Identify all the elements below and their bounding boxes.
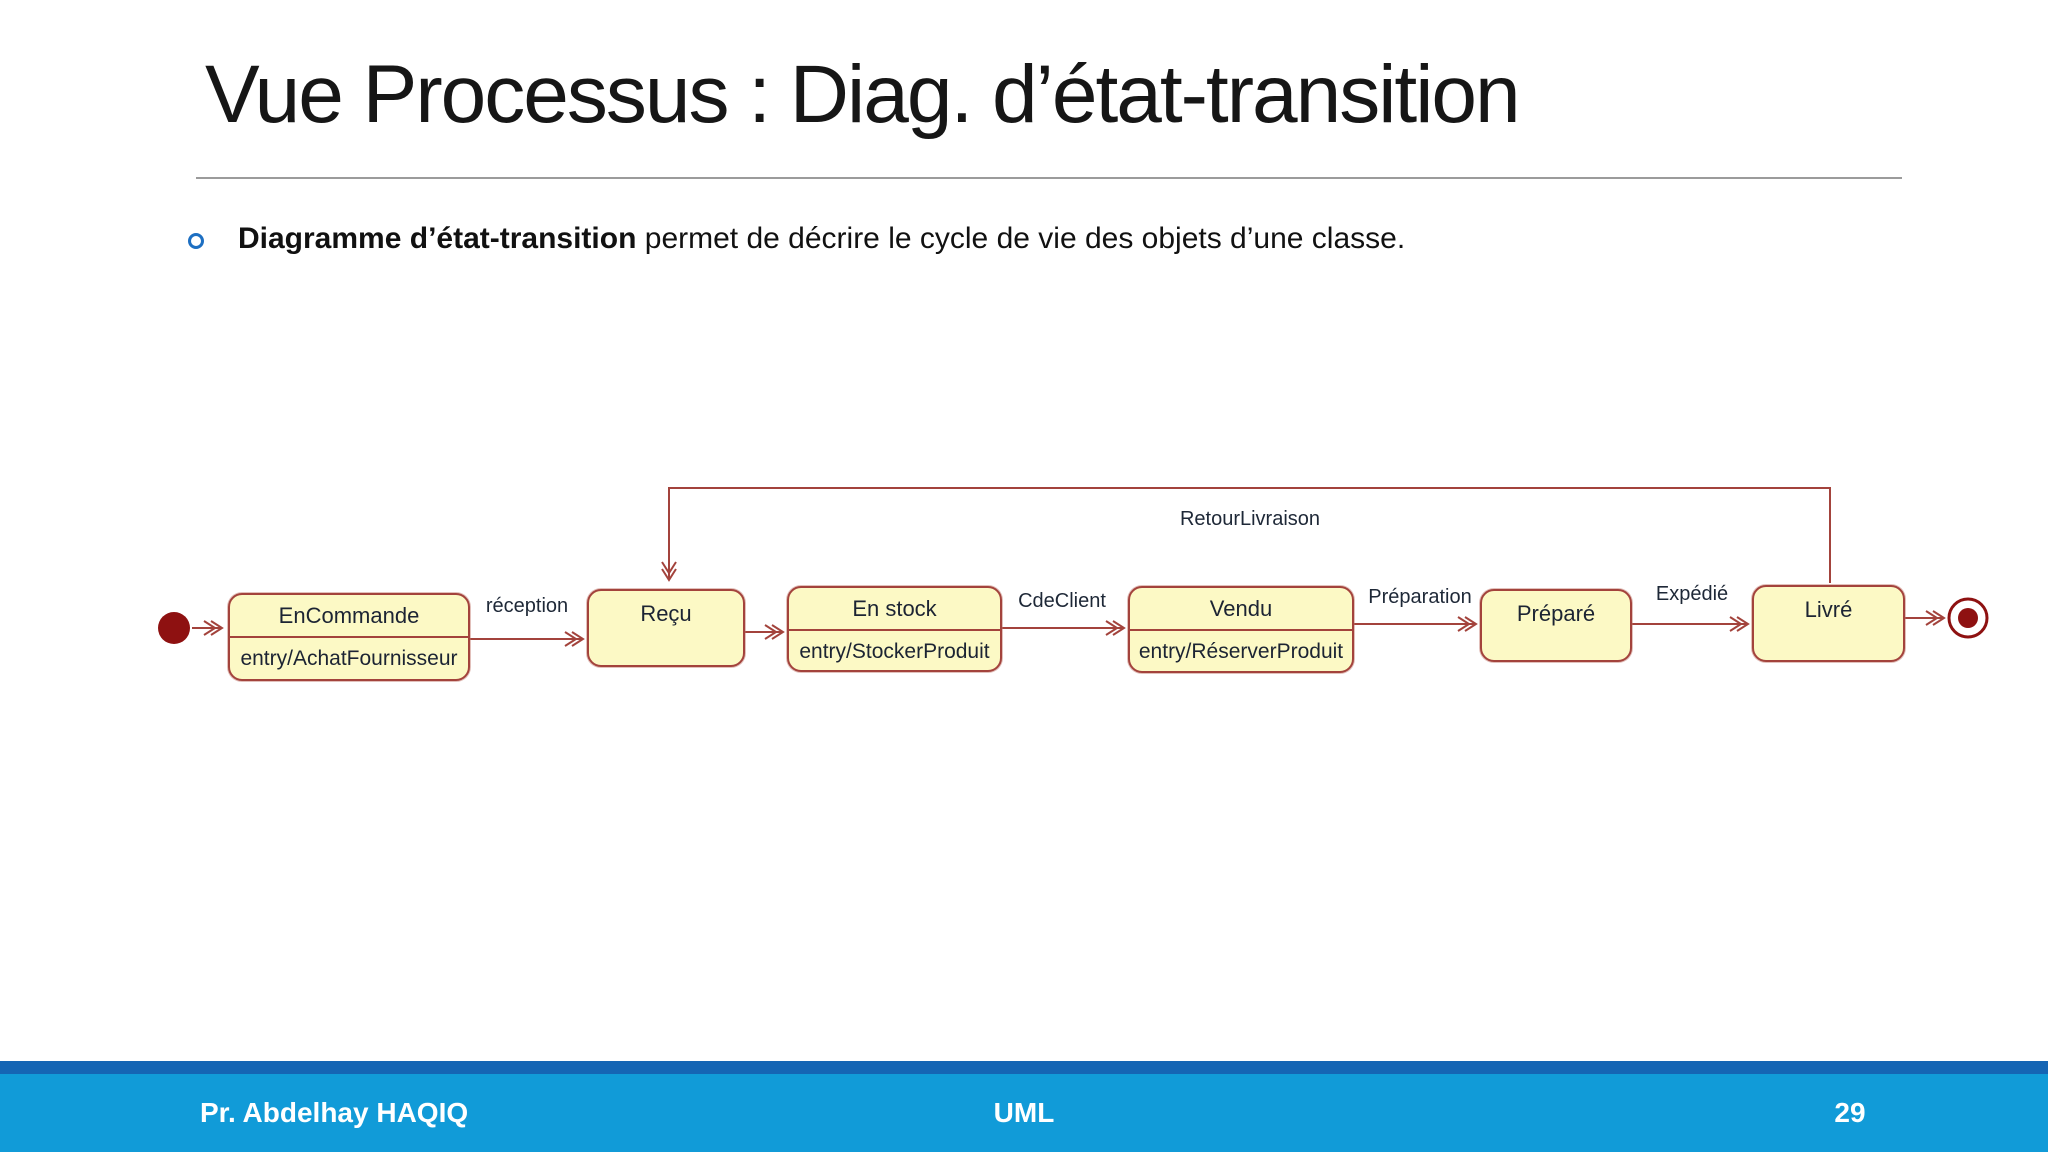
transition-label-retourlivraison: RetourLivraison [1179, 508, 1321, 530]
footer-accent-bar [0, 1061, 2048, 1074]
transition-label-preparation: Préparation [1368, 586, 1472, 608]
state-entry-action: entry/RéserverProduit [1130, 629, 1352, 671]
arrow-retour-livraison [661, 487, 1831, 583]
footer-author: Pr. Abdelhay HAQIQ [200, 1097, 469, 1128]
state-name: EnCommande [278, 602, 420, 628]
bullet-circle-icon [188, 233, 204, 249]
state-encommande: EnCommande entry/AchatFournisseur [228, 593, 470, 681]
footer-course: UML [993, 1097, 1055, 1128]
title-divider [196, 177, 1902, 179]
transition-label-cdeclient: CdeClient [1018, 590, 1106, 612]
bullet-line: Diagramme d’état-transition permet de dé… [188, 222, 1888, 256]
transition-label-reception: réception [485, 595, 569, 617]
state-name: Vendu [1209, 595, 1273, 621]
state-vendu: Vendu entry/RéserverProduit [1128, 586, 1354, 673]
state-name: Livré [1804, 597, 1853, 622]
state-name: En stock [852, 595, 937, 621]
footer-bar: Pr. Abdelhay HAQIQ UML 29 [0, 1074, 2048, 1152]
bullet-rest-text: permet de décrire le cycle de vie des ob… [636, 222, 1406, 255]
footer-page-number: 29 [1834, 1097, 1866, 1128]
state-name: Reçu [640, 601, 692, 626]
page-title: Vue Processus : Diag. d’état-transition [205, 49, 1521, 140]
state-recu: Reçu [587, 589, 745, 667]
state-name: Préparé [1516, 601, 1596, 626]
state-entry-action: entry/StockerProduit [789, 629, 1000, 670]
transition-label-expedie: Expédié [1655, 583, 1729, 605]
bullet-text: Diagramme d’état-transition permet de dé… [238, 222, 1405, 256]
state-enstock: En stock entry/StockerProduit [787, 586, 1002, 672]
bullet-bold-text: Diagramme d’état-transition [238, 222, 637, 255]
initial-state-icon [158, 612, 190, 644]
state-prepare: Préparé [1480, 589, 1632, 662]
state-livre: Livré [1752, 585, 1905, 662]
final-state-inner-icon [1958, 608, 1978, 628]
state-entry-action: entry/AchatFournisseur [230, 636, 468, 679]
